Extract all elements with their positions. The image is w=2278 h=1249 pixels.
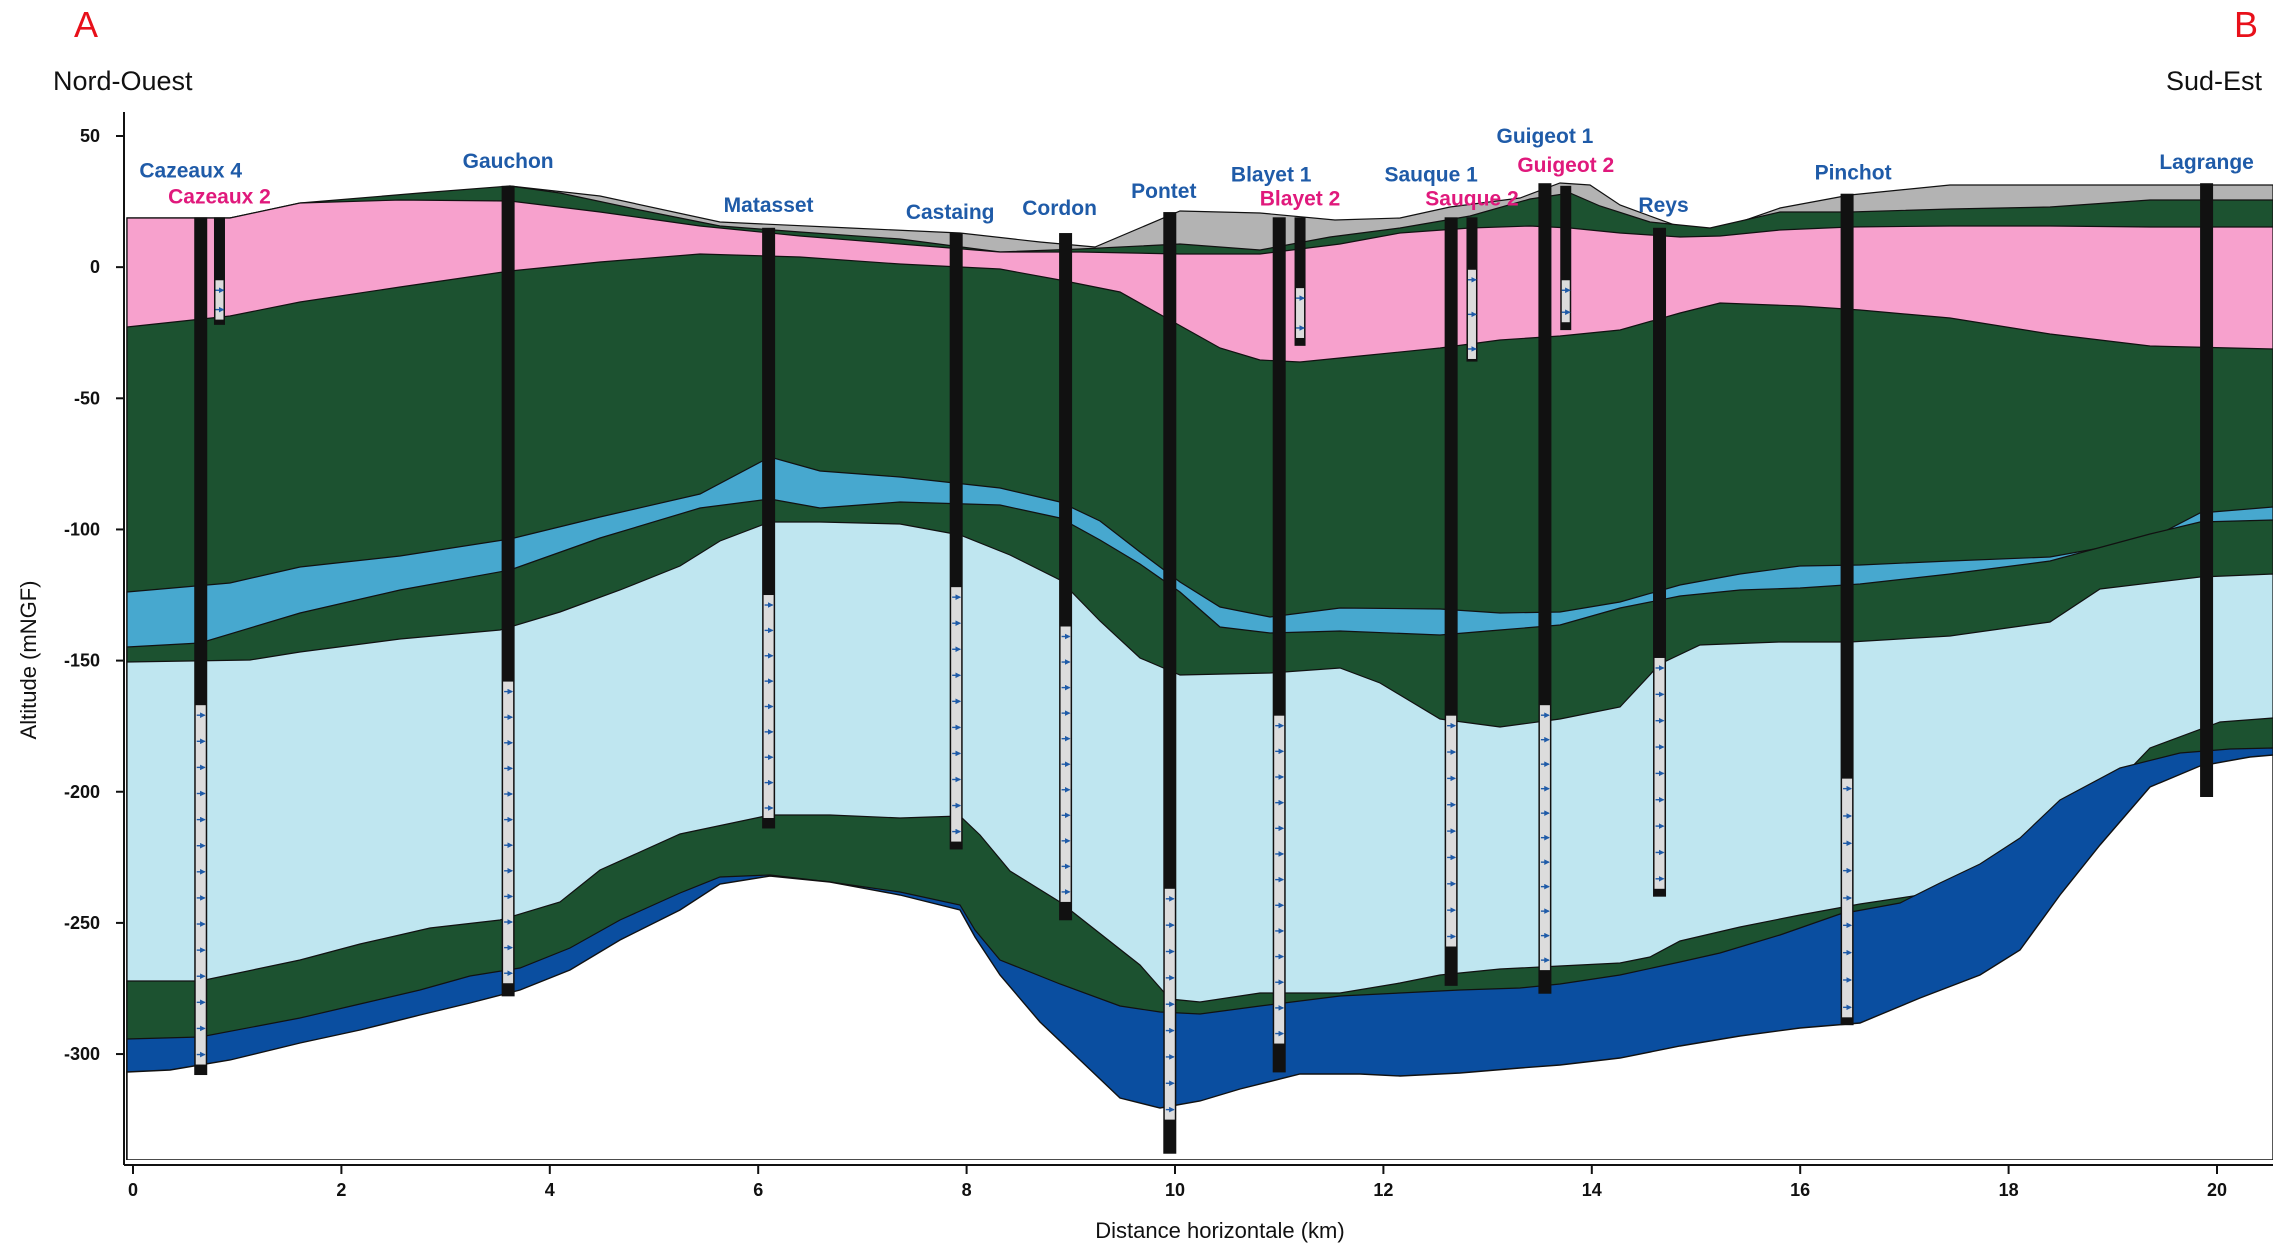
x-tick-label: 16 — [1790, 1180, 1810, 1200]
y-tick-label: -150 — [64, 651, 100, 671]
well-label: Cordon — [1022, 197, 1097, 220]
well-label: Sauque 2 — [1425, 187, 1518, 210]
x-tick-label: 2 — [336, 1180, 346, 1200]
direction-southeast: Sud-Est — [2166, 66, 2263, 96]
well-lagrange: Lagrange — [2159, 151, 2254, 797]
y-tick-label: -100 — [64, 519, 100, 539]
well-screen — [195, 705, 206, 1065]
y-tick-label: 0 — [90, 257, 100, 277]
well-guigeot-1: Guigeot 1 — [1496, 125, 1594, 994]
x-tick-label: 14 — [1582, 1180, 1602, 1200]
y-tick-label: -250 — [64, 913, 100, 933]
y-tick-label: -50 — [74, 388, 100, 408]
y-tick-label: -300 — [64, 1044, 100, 1064]
well-label: Lagrange — [2159, 151, 2254, 174]
well-pontet: Pontet — [1131, 180, 1196, 1154]
x-tick-label: 4 — [545, 1180, 555, 1200]
x-tick-label: 12 — [1373, 1180, 1393, 1200]
strata — [126, 182, 2273, 1160]
y-tick-label: -200 — [64, 782, 100, 802]
x-tick-label: 6 — [753, 1180, 763, 1200]
well-sauque-1: Sauque 1 — [1384, 163, 1478, 986]
well-screen — [503, 681, 514, 984]
well-castaing: Castaing — [906, 201, 995, 850]
well-cazeaux-2: Cazeaux 2 — [168, 185, 271, 325]
y-tick-label: 50 — [80, 126, 100, 146]
layer-bottom-white — [126, 754, 2273, 1160]
y-axis-title: Altitude (mNGF) — [16, 581, 41, 740]
well-screen — [951, 587, 962, 842]
x-tick-label: 20 — [2207, 1180, 2227, 1200]
x-tick-label: 8 — [962, 1180, 972, 1200]
well-blayet-2: Blayet 2 — [1260, 187, 1341, 346]
well-label: Guigeot 1 — [1496, 125, 1593, 148]
well-casing — [1294, 217, 1306, 346]
y-axis: 50 0 -50 -100 -150 -200 -250 -300 — [64, 112, 125, 1165]
well-screen — [215, 280, 224, 320]
well-label: Cazeaux 4 — [139, 159, 242, 182]
well-sauque-2: Sauque 2 — [1425, 187, 1519, 362]
well-casing — [213, 217, 225, 325]
well-label: Pinchot — [1815, 162, 1892, 185]
x-tick-label: 0 — [128, 1180, 138, 1200]
well-blayet-1: Blayet 1 — [1231, 163, 1312, 1073]
well-label: Matasset — [724, 194, 814, 217]
well-gauchon: Gauchon — [463, 150, 554, 997]
x-tick-label: 18 — [1999, 1180, 2019, 1200]
direction-northwest: Nord-Ouest — [53, 66, 193, 96]
well-label: Sauque 1 — [1384, 163, 1478, 186]
well-label: Pontet — [1131, 180, 1196, 203]
well-guigeot-2: Guigeot 2 — [1517, 154, 1614, 331]
x-axis: 0 2 4 6 8 10 12 14 16 18 20 — [124, 1164, 2273, 1200]
well-screen — [1296, 288, 1305, 338]
well-reys: Reys — [1638, 194, 1689, 897]
well-label: Blayet 2 — [1260, 187, 1341, 210]
well-pinchot: Pinchot — [1815, 162, 1892, 1026]
section-end-letter: B — [2234, 4, 2259, 45]
well-label: Castaing — [906, 201, 995, 224]
well-label: Blayet 1 — [1231, 163, 1312, 186]
x-tick-label: 10 — [1165, 1180, 1185, 1200]
x-axis-title: Distance horizontale (km) — [1095, 1218, 1344, 1243]
well-cordon: Cordon — [1022, 197, 1097, 921]
well-screen — [1561, 280, 1570, 323]
well-cazeaux-4: Cazeaux 4 — [139, 159, 242, 1076]
well-casing — [2200, 183, 2214, 797]
well-casing — [1560, 185, 1572, 331]
well-label: Guigeot 2 — [1517, 154, 1614, 177]
well-label: Reys — [1638, 194, 1688, 217]
well-label: Gauchon — [463, 150, 554, 173]
well-label: Cazeaux 2 — [168, 185, 271, 208]
well-matasset: Matasset — [724, 194, 814, 829]
section-start-letter: A — [74, 4, 99, 45]
